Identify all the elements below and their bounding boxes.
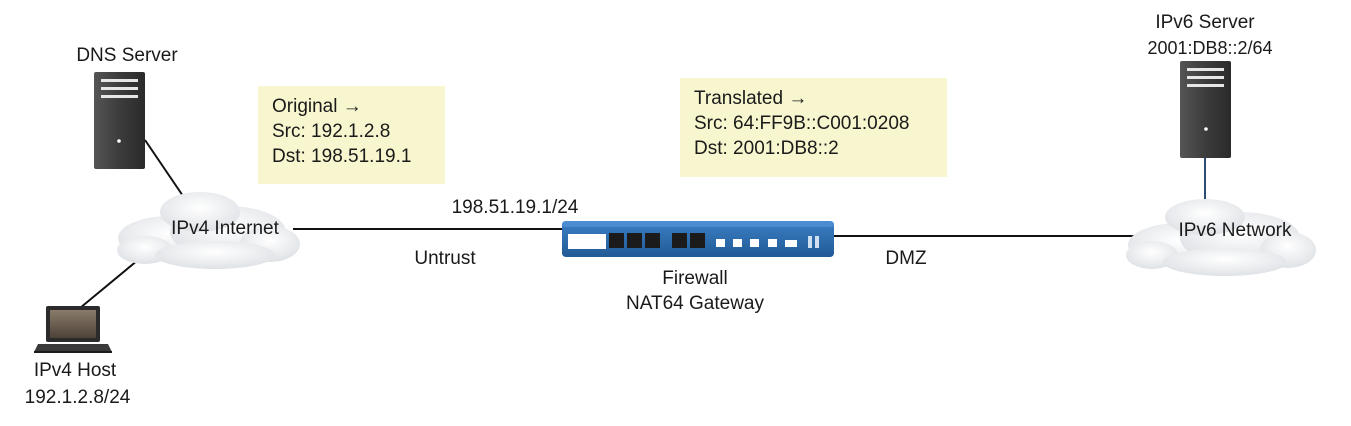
ipv6-server-label: IPv6 Server <box>1155 12 1255 33</box>
dmz-zone-label: DMZ <box>885 248 927 269</box>
original-packet-src: Src: 192.1.2.8 <box>272 121 391 142</box>
ipv6-network-cloud <box>1126 199 1316 276</box>
host-to-internet-link <box>79 259 139 309</box>
firewall-device-icon <box>562 221 834 257</box>
translated-packet-dst: Dst: 2001:DB8::2 <box>694 138 839 159</box>
dns-server-label: DNS Server <box>76 45 178 66</box>
firewall-role-label: NAT64 Gateway <box>626 293 764 314</box>
firewall-label: Firewall <box>662 268 728 289</box>
translated-packet-note: Translated → Src: 64:FF9B::C001:0208 Dst… <box>680 78 947 177</box>
ipv4-internet-cloud <box>117 192 300 269</box>
firewall-interface-address: 198.51.19.1/24 <box>451 197 579 218</box>
ipv6-server-icon <box>1180 61 1231 158</box>
dns-to-internet-link <box>144 139 184 197</box>
ipv4-internet-label: IPv4 Internet <box>171 218 279 239</box>
original-packet-dst: Dst: 198.51.19.1 <box>272 146 412 167</box>
translated-packet-src: Src: 64:FF9B::C001:0208 <box>694 113 910 134</box>
translated-packet-title: Translated → <box>694 88 808 109</box>
dns-server-icon <box>94 72 145 169</box>
ipv4-host-address: 192.1.2.8/24 <box>24 387 131 408</box>
original-packet-title: Original → <box>272 96 362 117</box>
original-packet-note: Original → Src: 192.1.2.8 Dst: 198.51.19… <box>258 86 445 184</box>
laptop-icon <box>34 306 112 353</box>
ipv4-host-label: IPv4 Host <box>33 360 117 381</box>
ipv6-server-address: 2001:DB8::2/64 <box>1147 38 1273 58</box>
ipv6-network-label: IPv6 Network <box>1178 220 1292 241</box>
untrust-zone-label: Untrust <box>414 248 476 269</box>
